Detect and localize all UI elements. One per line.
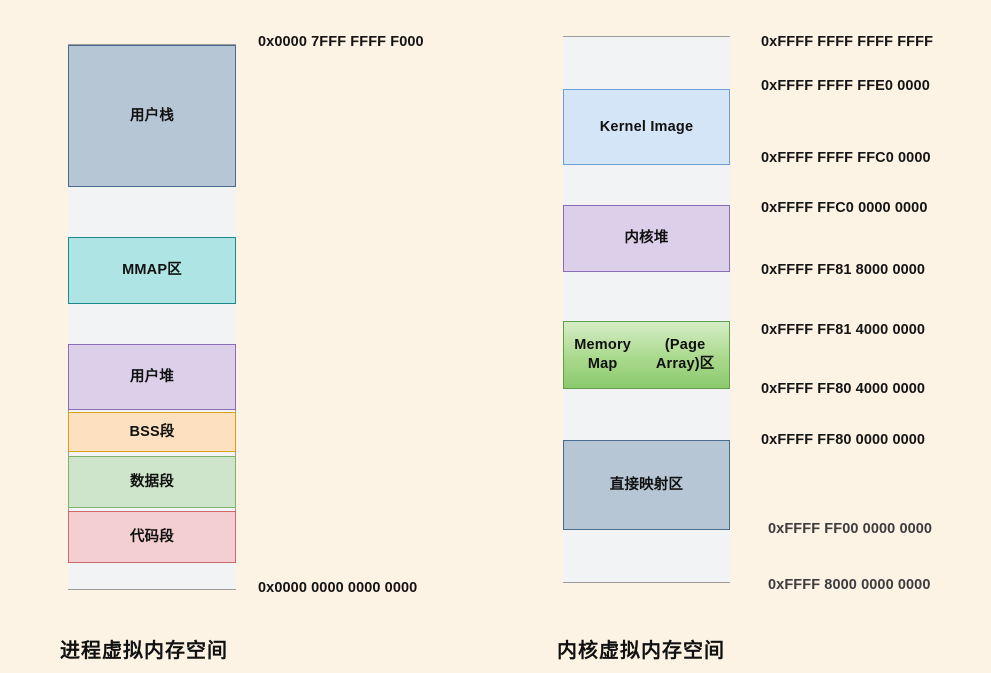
memory-segment-gap-process-1: [68, 187, 236, 237]
memory-segment-kernel-1: Kernel Image: [563, 89, 730, 165]
memory-segment-process-4: 用户堆: [68, 344, 236, 410]
memory-segment-label: 内核堆: [624, 230, 669, 247]
memory-segment-label: 直接映射区: [609, 476, 684, 493]
memory-segment-gap-kernel-8: [563, 530, 730, 582]
memory-segment-kernel-3: 内核堆: [563, 205, 730, 272]
kernel-address-label-9: 0xFFFF 8000 0000 0000: [768, 577, 931, 593]
memory-segment-label: 用户堆: [129, 368, 175, 385]
kernel-address-label-7: 0xFFFF FF80 0000 0000: [761, 432, 926, 448]
memory-segment-gap-process-3: [68, 304, 236, 344]
memory-segment-label: 代码段: [129, 528, 175, 545]
kernel-address-label-0: 0xFFFF FFFF FFFF FFFF: [761, 34, 934, 50]
memory-segment-gap-kernel-4: [563, 272, 730, 321]
kernel-address-label-5: 0xFFFF FF81 4000 0000: [761, 322, 926, 338]
memory-segment-process-6: 数据段: [68, 456, 236, 508]
kernel-address-label-6: 0xFFFF FF80 4000 0000: [761, 381, 926, 397]
kernel-address-label-4: 0xFFFF FF81 8000 0000: [761, 262, 926, 278]
kernel-address-label-2: 0xFFFF FFFF FFC0 0000: [761, 150, 931, 166]
kernel-address-label-3: 0xFFFF FFC0 0000 0000: [761, 200, 928, 216]
memory-segment-gap-kernel-2: [563, 165, 730, 205]
memory-segment-gap-kernel-6: [563, 389, 730, 440]
kernel-address-label-1: 0xFFFF FFFF FFE0 0000: [761, 78, 930, 94]
memory-segment-label: 用户栈: [129, 107, 175, 124]
process-column-caption: 进程虚拟内存空间: [60, 640, 228, 662]
memory-segment-process-2: MMAP区: [68, 237, 236, 304]
memory-segment-process-0: 用户栈: [68, 45, 236, 187]
memory-segment-label: 数据段: [129, 473, 175, 490]
memory-segment-label: MMAP区: [122, 262, 182, 279]
memory-segment-label: Kernel Image: [599, 118, 694, 135]
memory-segment-process-7: 代码段: [68, 511, 236, 563]
kernel-memory-column: Kernel Image 内核堆 Memory Map (Page Array)区直接…: [563, 36, 730, 583]
kernel-address-label-8: 0xFFFF FF00 0000 0000: [768, 521, 933, 537]
process-memory-column: 用户栈 MMAP区用户堆 BSS段数据段代码段: [68, 44, 236, 590]
process-bottom-address: 0x0000 0000 0000 0000: [258, 580, 418, 596]
process-top-address: 0x0000 7FFF FFFF F000: [258, 34, 424, 50]
kernel-column-caption: 内核虚拟内存空间: [557, 640, 725, 662]
memory-segment-label: Memory Map: [574, 337, 632, 372]
memory-segment-kernel-7: 直接映射区: [563, 440, 730, 530]
memory-segment-label: BSS段: [129, 423, 175, 440]
memory-segment-label: (Page Array)区: [655, 337, 715, 372]
memory-segment-kernel-5: Memory Map (Page Array)区: [563, 321, 730, 389]
memory-segment-process-5: BSS段: [68, 412, 236, 452]
memory-segment-gap-kernel-0: [563, 37, 730, 89]
memory-segment-gap-process-8: [68, 563, 236, 589]
